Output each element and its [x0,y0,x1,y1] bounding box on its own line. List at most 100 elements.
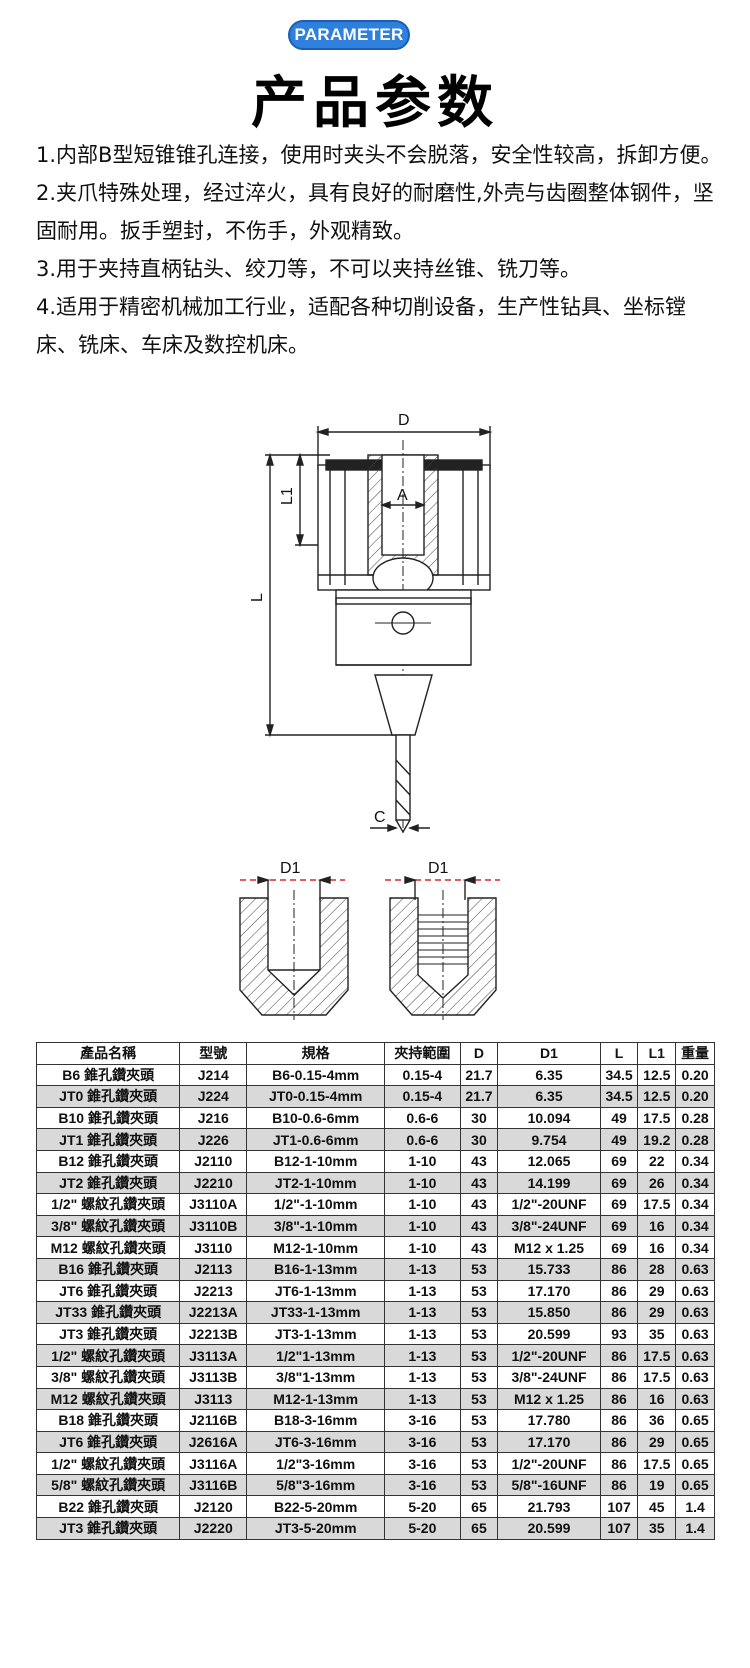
table-cell: 0.63 [675,1279,715,1303]
table-cell: JT3-1-13mm [246,1322,386,1346]
table-cell: 93 [599,1322,639,1346]
table-cell: 19.2 [637,1128,677,1151]
table-cell: 53 [459,1387,499,1411]
table-cell: J2116B [179,1409,248,1432]
table-cell: 0.34 [675,1193,715,1216]
table-cell: 17.5 [637,1344,677,1367]
table-cell: 35 [637,1517,677,1540]
table-cell: 69 [599,1149,639,1173]
table-cell: 34.5 [599,1063,639,1087]
table-cell: J3113A [179,1344,248,1367]
table-cell: 0.20 [675,1063,715,1087]
table-cell: J2616A [179,1430,248,1454]
dim-label-d1-left: D1 [280,860,301,877]
table-cell: 69 [599,1214,639,1238]
table-cell: B10-0.6-6mm [246,1106,386,1130]
table-cell: M12 x 1.25 [497,1236,601,1259]
table-cell: 1-13 [384,1365,461,1389]
table-cell: JT6-1-13mm [246,1279,386,1303]
table-cell: JT2 錐孔鑽夾頭 [35,1171,181,1195]
table-cell: 86 [599,1452,639,1475]
table-cell: J214 [179,1063,248,1087]
table-cell: 3/8"-24UNF [497,1214,601,1238]
feature-item: 3.用于夹持直柄钻头、绞刀等，不可以夹持丝锥、铣刀等。 [36,257,582,281]
table-cell: 0.15-4 [384,1063,461,1087]
table-cell: 65 [459,1495,499,1519]
drill-chuck-drawing: D L1 A L C D1 D1 [239,412,500,1020]
table-cell: 3/8" 螺紋孔鑽夾頭 [35,1365,181,1389]
col-header: 夾持範圍 [384,1042,461,1065]
col-header: 規格 [246,1042,386,1065]
table-cell: J216 [179,1106,248,1130]
table-cell: JT6 錐孔鑽夾頭 [35,1430,181,1454]
table-cell: 53 [459,1365,499,1389]
table-cell: 14.199 [497,1171,601,1195]
table-cell: 17.5 [637,1452,677,1475]
table-cell: 1/2"1-13mm [246,1344,386,1367]
table-cell: J2213 [179,1279,248,1303]
dim-label-a: A [397,487,408,504]
table-cell: 53 [459,1279,499,1303]
table-cell: 0.63 [675,1387,715,1411]
table-cell: 86 [599,1301,639,1324]
table-cell: M12-1-10mm [246,1236,386,1259]
col-header: 型號 [179,1042,248,1065]
table-cell: 30 [459,1106,499,1130]
table-cell: B10 錐孔鑽夾頭 [35,1106,181,1130]
table-cell: 0.63 [675,1322,715,1346]
table-cell: 53 [459,1430,499,1454]
table-cell: JT33-1-13mm [246,1301,386,1324]
table-cell: 5/8" 螺紋孔鑽夾頭 [35,1473,181,1497]
table-cell: J226 [179,1128,248,1151]
table-cell: 17.170 [497,1430,601,1454]
table-cell: JT1-0.6-6mm [246,1128,386,1151]
table-cell: 45 [637,1495,677,1519]
table-cell: 86 [599,1365,639,1389]
table-cell: JT6-3-16mm [246,1430,386,1454]
table-cell: J2210 [179,1171,248,1195]
table-cell: 3-16 [384,1409,461,1432]
table-cell: 6.35 [497,1063,601,1087]
table-cell: 0.63 [675,1301,715,1324]
table-cell: J2213A [179,1301,248,1324]
table-cell: 86 [599,1387,639,1411]
table-cell: 3-16 [384,1452,461,1475]
table-cell: 1/2" 螺紋孔鑽夾頭 [35,1193,181,1216]
table-cell: 1/2"3-16mm [246,1452,386,1475]
table-cell: 0.65 [675,1409,715,1432]
table-cell: 0.65 [675,1473,715,1497]
table-cell: 86 [599,1279,639,1303]
table-cell: 6.35 [497,1085,601,1108]
table-cell: B16-1-13mm [246,1257,386,1281]
table-cell: 53 [459,1409,499,1432]
feature-item: 1.内部B型短锥锥孔连接，使用时夹头不会脱落，安全性较高，拆卸方便。 [36,143,722,167]
table-cell: J224 [179,1085,248,1108]
table-cell: 1/2"-20UNF [497,1193,601,1216]
table-cell: 3/8"-1-10mm [246,1214,386,1238]
col-header: 產品名稱 [35,1042,181,1065]
col-header: D [459,1042,499,1065]
table-cell: 0.6-6 [384,1106,461,1130]
table-cell: 1-13 [384,1257,461,1281]
table-cell: 17.5 [637,1193,677,1216]
table-cell: 1-13 [384,1387,461,1411]
table-cell: B6-0.15-4mm [246,1063,386,1087]
table-cell: 36 [637,1409,677,1432]
table-header-row: 產品名稱 型號 規格 夾持範圍 D D1 L L1 重量 [35,1042,715,1065]
table-cell: 53 [459,1344,499,1367]
table-cell: 29 [637,1279,677,1303]
dim-label-d: D [398,412,410,429]
table-cell: JT3 錐孔鑽夾頭 [35,1517,181,1540]
col-header: 重量 [675,1042,715,1065]
